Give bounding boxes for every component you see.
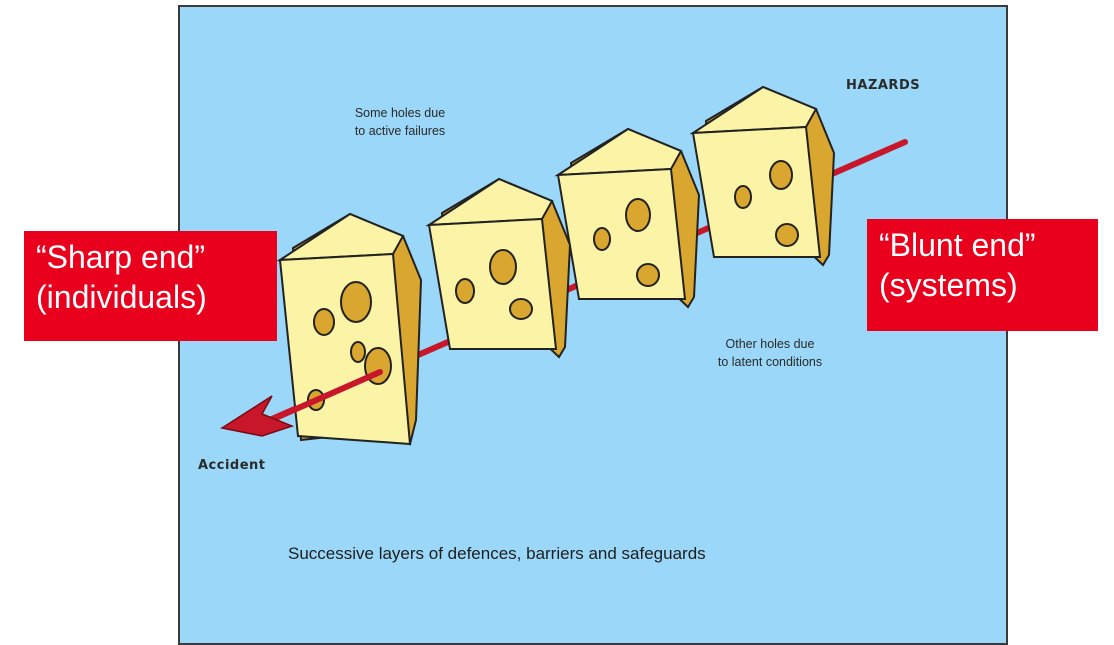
- sharp-end-title: “Sharp end”: [36, 239, 205, 275]
- cheese-slice-2: [425, 177, 572, 359]
- hazards-label: HAZARDS: [846, 78, 921, 93]
- cheese-slice-4: [689, 85, 836, 267]
- blunt-end-subtitle: (systems): [879, 267, 1018, 303]
- diagram-caption: Successive layers of defences, barriers …: [288, 544, 706, 563]
- arrow-head: [220, 395, 295, 437]
- active-failures-label: Some holes due to active failures: [325, 104, 475, 140]
- blunt-end-title: “Blunt end”: [879, 227, 1036, 263]
- active-failures-line-2: to active failures: [354, 124, 446, 138]
- cheese-slice-1: [276, 212, 423, 446]
- cheese-slice-3: [554, 127, 701, 309]
- latent-conditions-line-2: to latent conditions: [717, 355, 823, 369]
- latent-conditions-label: Other holes due to latent conditions: [690, 335, 850, 371]
- sharp-end-subtitle: (individuals): [36, 279, 207, 315]
- sharp-end-callout: “Sharp end” (individuals): [24, 231, 277, 341]
- accident-label: Accident: [198, 458, 266, 473]
- latent-conditions-line-1: Other holes due: [725, 337, 815, 351]
- blunt-end-callout: “Blunt end” (systems): [867, 219, 1098, 331]
- active-failures-line-1: Some holes due: [354, 106, 446, 120]
